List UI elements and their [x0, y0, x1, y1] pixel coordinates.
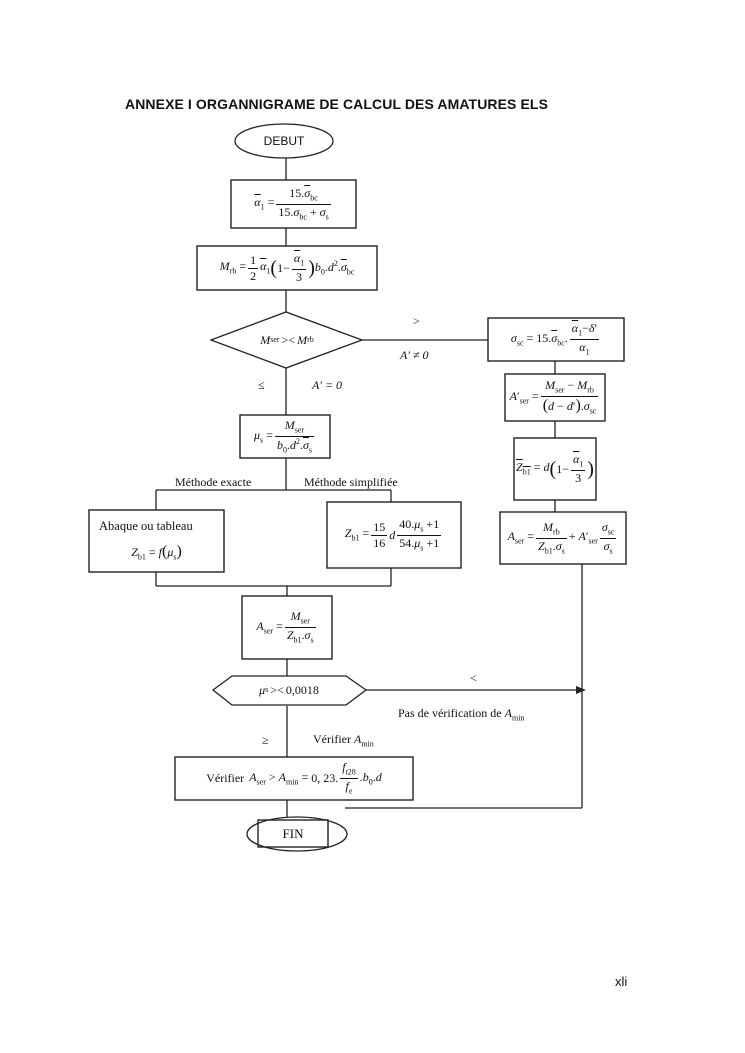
label-less-equal: ≤ [258, 378, 265, 392]
box-aser-shape [241, 595, 333, 660]
end-terminal: FIN [282, 825, 304, 841]
label-methode-exacte: Méthode exacte [175, 475, 252, 489]
box-mrb-shape [196, 245, 378, 291]
label-greater-equal: ≥ [262, 733, 269, 747]
label-aprime-eq0: A′ = 0 [312, 378, 343, 392]
end-terminal-shape [246, 816, 348, 852]
box-mu-shape [239, 414, 331, 459]
label-methode-simplifiee: Méthode simplifiée [304, 475, 398, 489]
page-number: xli [615, 974, 628, 989]
box-zb1-shape [513, 437, 597, 501]
label-verifier-amin: Vérifier Amin [313, 732, 374, 749]
formula-alpha-box: α1 = 15.σbc 15.σbc + σs [254, 185, 331, 221]
box-sigma-shape [487, 317, 625, 362]
arrow-right-icon [576, 686, 586, 694]
box-verif-shape [174, 756, 414, 801]
label-aprime-neq0: A′ ≠ 0 [400, 348, 429, 362]
box-aprime-shape [504, 373, 606, 422]
label-greater: > [413, 314, 420, 328]
box-abaque-shape [88, 509, 225, 573]
box-aser-right-shape [499, 511, 627, 565]
box-fin-shape [257, 819, 329, 848]
formula-sigma-sc-box: σsc = 15.σbc. α1−δ′α1 [510, 321, 600, 357]
abaque-title: Abaque ou tableau [99, 518, 193, 533]
decision2-shape [211, 675, 368, 706]
start-terminal: DEBUT [263, 133, 305, 148]
abaque-box: Abaque ou tableau Zb1 = f(μs) [99, 518, 193, 562]
page-title: ANNEXE I ORGANNIGRAME DE CALCUL DES AMAT… [125, 96, 549, 112]
box-alpha-shape [230, 179, 357, 229]
formula-aprime-ser-box: A′ser = Mser − Mrb(d − d′).σsc [509, 378, 599, 416]
label-pas-verification: Pas de vérification de Amin [398, 706, 525, 723]
label-less: < [470, 671, 477, 685]
decision1-shape [209, 311, 364, 369]
start-terminal-shape [234, 123, 334, 159]
box-simplifiee-shape [326, 501, 462, 569]
